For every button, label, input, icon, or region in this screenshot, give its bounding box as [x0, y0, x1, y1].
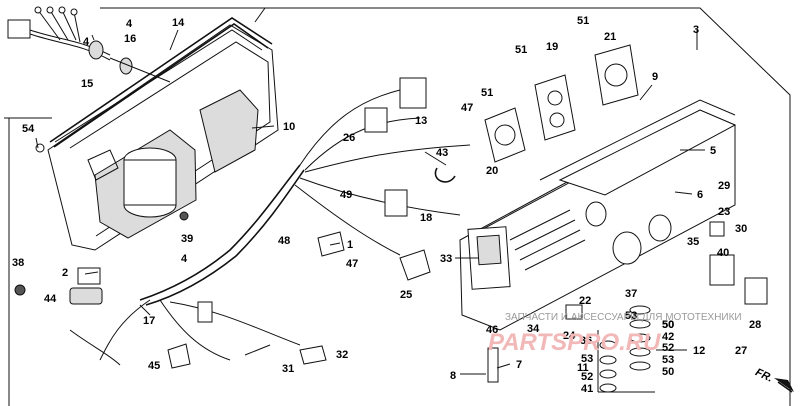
callout-16: 16: [124, 33, 136, 45]
callout-43: 43: [436, 147, 448, 159]
callout-15: 15: [81, 78, 93, 90]
callout-labels: 1 2 3 4 4 4 5 6 7 8 9 10 11 12 13 14 15 …: [12, 15, 761, 395]
callout-2: 2: [62, 267, 68, 279]
callout-36: 36: [580, 335, 592, 347]
callout-13: 13: [415, 115, 427, 127]
callout-45: 45: [148, 360, 160, 372]
callout-25: 25: [400, 289, 412, 301]
callout-50a: 50: [662, 319, 674, 331]
callout-30: 30: [735, 223, 747, 235]
callout-24: 24: [563, 330, 576, 342]
callout-47a: 47: [461, 102, 473, 114]
callout-39: 39: [181, 233, 193, 245]
callout-41: 41: [581, 383, 593, 395]
callout-51a: 51: [577, 15, 589, 27]
main-wire-harness: [69, 89, 471, 366]
callout-31: 31: [282, 363, 294, 375]
callout-46: 46: [486, 324, 498, 336]
callout-51b: 51: [515, 44, 527, 56]
callout-50c: 50: [662, 319, 674, 331]
leader-lines: [35, 29, 705, 375]
callout-18: 18: [420, 212, 432, 224]
callout-4a: 4: [83, 36, 90, 48]
callout-33: 33: [440, 253, 452, 265]
front-direction-label: FR.: [753, 366, 774, 384]
callout-5: 5: [710, 145, 716, 157]
front-direction-arrow: FR.: [753, 366, 794, 393]
callout-40: 40: [717, 247, 729, 259]
callout-12: 12: [693, 345, 705, 357]
callout-22: 22: [579, 295, 591, 307]
callout-29: 29: [718, 180, 730, 192]
callout-1: 1: [347, 239, 353, 251]
callout-38: 38: [12, 257, 24, 269]
watermark-tagline: ЗАПЧАСТИ И АКСЕССУАРЫ ДЛЯ МОТОТЕХНИКИ: [505, 312, 742, 323]
callout-28: 28: [749, 319, 761, 331]
callout-9: 9: [652, 71, 658, 83]
callout-20: 20: [486, 165, 498, 177]
gasket: [49, 17, 273, 148]
callout-35: 35: [687, 236, 699, 248]
callout-44: 44: [44, 293, 57, 305]
callout-19: 19: [546, 41, 558, 53]
callout-47b: 47: [346, 258, 358, 270]
callout-6: 6: [697, 189, 703, 201]
callout-34: 34: [527, 323, 540, 335]
callout-52b: 52: [581, 371, 593, 383]
wire-harness-top: [7, 6, 171, 83]
callout-48: 48: [278, 235, 290, 247]
callout-37: 37: [625, 288, 637, 300]
callout-21: 21: [604, 31, 616, 43]
outlets: [484, 44, 639, 163]
callout-53b: 53: [662, 354, 674, 366]
callout-17: 17: [143, 315, 155, 327]
callout-8: 8: [450, 370, 456, 382]
callout-27: 27: [735, 345, 747, 357]
callout-4b: 4: [126, 18, 133, 30]
callout-51c: 51: [481, 87, 493, 99]
callout-50b: 50: [662, 366, 674, 378]
callout-53c: 53: [581, 353, 593, 365]
callout-52a: 52: [662, 342, 674, 354]
watermark: ЗАПЧАСТИ И АКСЕССУАРЫ ДЛЯ МОТОТЕХНИКИ PA…: [488, 312, 742, 356]
callout-11: 11: [577, 362, 589, 374]
callout-49: 49: [340, 189, 352, 201]
callout-10: 10: [283, 121, 295, 133]
control-box: [47, 24, 279, 251]
callout-32: 32: [336, 349, 348, 361]
callout-23: 23: [718, 206, 730, 218]
front-panel: [459, 99, 737, 331]
watermark-logo: PARTSPRO.RU: [488, 329, 661, 356]
small-parts: [14, 77, 768, 393]
callout-4c: 4: [181, 253, 188, 265]
callout-7: 7: [516, 359, 522, 371]
assembly-boundary: [4, 7, 791, 406]
callout-26: 26: [343, 132, 355, 144]
callout-42: 42: [662, 331, 674, 343]
callout-54: 54: [22, 123, 35, 135]
callout-53a: 53: [625, 310, 637, 322]
callout-14: 14: [172, 17, 185, 29]
callout-3: 3: [693, 24, 699, 36]
